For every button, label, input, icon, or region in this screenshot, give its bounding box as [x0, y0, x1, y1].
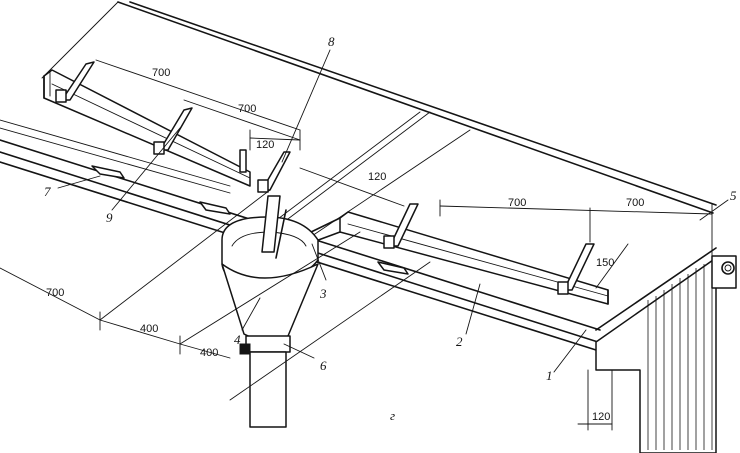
callout-2: 2	[456, 334, 463, 349]
dim-120-center: 120	[368, 171, 386, 183]
gutter-hooks-left	[55, 61, 291, 193]
callout-5: 5	[730, 188, 737, 203]
dim-400-a: 400	[140, 323, 158, 335]
gutter-hooks-right	[383, 203, 595, 295]
callout-9: 9	[106, 210, 113, 225]
downpipe-funnel	[221, 195, 319, 428]
dim-700-right-b: 700	[626, 197, 644, 209]
callout-3: 3	[319, 286, 327, 301]
dim-400-b: 400	[200, 347, 218, 359]
figure-caption: г	[390, 408, 395, 423]
callout-8: 8	[328, 34, 335, 49]
callout-numbers: 1 2 3 4 5 6 7 8 9	[44, 34, 737, 383]
callout-1: 1	[546, 368, 553, 383]
dim-150: 150	[596, 257, 614, 269]
dim-700-left-bottom: 700	[46, 287, 64, 299]
dimension-labels: 700 700 120 120 700 700 150 700 400 400 …	[46, 67, 644, 423]
callout-6: 6	[320, 358, 327, 373]
cornice-brackets	[91, 165, 409, 275]
roof-slope	[41, 1, 717, 245]
callout-7: 7	[44, 184, 51, 199]
dim-700-top-left: 700	[152, 67, 170, 79]
dimension-lines	[0, 59, 713, 431]
dim-700-top-mid: 700	[238, 103, 256, 115]
dim-120-top: 120	[256, 139, 274, 151]
callout-leaders	[57, 49, 729, 373]
gutter-left	[43, 69, 251, 187]
dim-120-bottom: 120	[592, 411, 610, 423]
brick-wall	[595, 255, 737, 453]
callout-4: 4	[234, 332, 241, 347]
dim-700-right-a: 700	[508, 197, 526, 209]
